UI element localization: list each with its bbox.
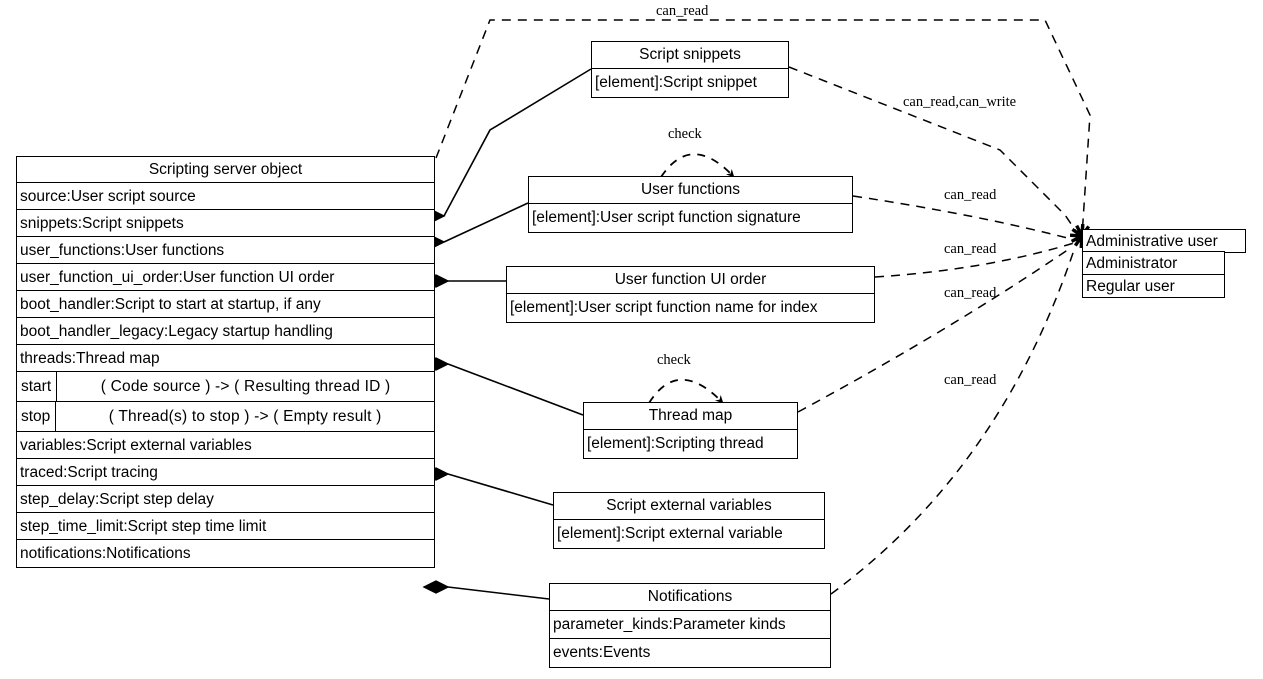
attribute-row: step_time_limit:Script step time limit: [17, 513, 434, 540]
class-box-script-snippets[interactable]: Script snippets [element]:Script snippet: [591, 41, 789, 98]
edge-label-can-read-ui-order-a: can_read: [944, 241, 997, 257]
edge-composition-notifications: [422, 580, 550, 600]
class-title: Script external variables: [554, 493, 824, 520]
user-role-row: Regular user: [1082, 273, 1225, 298]
edge-composition-threads: [422, 357, 584, 416]
attribute-row: boot_handler:Script to start at startup,…: [17, 291, 434, 318]
class-box-user-function-ui-order[interactable]: User function UI order [element]:User sc…: [506, 266, 875, 323]
class-box-user-functions[interactable]: User functions [element]:User script fun…: [528, 176, 853, 233]
edge-label-check-user-functions: check: [668, 126, 702, 142]
class-title: User function UI order: [507, 267, 874, 294]
edge-check-user-functions: [660, 153, 735, 178]
class-title: Administrative user: [1082, 229, 1246, 253]
attribute-row: snippets:Script snippets: [17, 210, 434, 237]
edge-label-can-read-user-functions: can_read: [944, 187, 997, 203]
edge-label-can-read-ui-order-b: can_read: [944, 285, 997, 301]
attribute-row: [element]:User script function signature: [532, 209, 801, 226]
edge-composition-ui-order: [422, 274, 506, 288]
method-signature: ( Code source ) -> ( Resulting thread ID…: [100, 378, 391, 395]
method-row: start ( Code source ) -> ( Resulting thr…: [17, 372, 434, 402]
attribute-row: boot_handler_legacy:Legacy startup handl…: [17, 318, 434, 345]
class-title: Notifications: [550, 584, 830, 611]
attribute-row: [element]:User script function name for …: [510, 299, 818, 316]
attribute-row: threads:Thread map: [17, 345, 434, 372]
edge-label-check-thread-map: check: [657, 352, 691, 368]
class-box-thread-map[interactable]: Thread map [element]:Scripting thread: [583, 402, 798, 459]
attribute-row: source:User script source: [17, 183, 434, 210]
method-signature: ( Thread(s) to stop ) -> ( Empty result …: [108, 408, 382, 425]
method-name: stop: [17, 402, 57, 431]
attribute-row: traced:Script tracing: [17, 459, 434, 486]
method-name: start: [17, 372, 58, 401]
class-title: User functions: [529, 177, 852, 204]
attribute-row: step_delay:Script step delay: [17, 486, 434, 513]
attribute-row: parameter_kinds:Parameter kinds: [550, 611, 830, 639]
attribute-row: [element]:Script external variable: [557, 525, 783, 542]
class-title: Thread map: [584, 403, 797, 430]
attribute-row: [element]:Scripting thread: [587, 435, 764, 452]
attribute-row: notifications:Notifications: [20, 545, 191, 562]
attribute-row: [element]:Script snippet: [595, 74, 757, 91]
edge-label-can-read-can-write: can_read,can_write: [903, 94, 1017, 110]
attribute-row: user_function_ui_order:User function UI …: [17, 264, 434, 291]
edge-composition-variables: [422, 467, 554, 506]
class-title: Scripting server object: [17, 157, 434, 183]
edge-label-can-read-notifications: can_read: [944, 372, 997, 388]
attribute-row: events:Events: [553, 644, 651, 661]
class-box-administrative-user[interactable]: Administrative user Administrator Regula…: [1082, 229, 1246, 298]
edge-composition-user-functions: [418, 202, 529, 249]
user-role-row: Administrator: [1082, 251, 1225, 276]
class-box-notifications[interactable]: Notifications parameter_kinds:Parameter …: [549, 583, 831, 668]
class-box-script-external-variables[interactable]: Script external variables [element]:Scri…: [553, 492, 825, 549]
class-box-scripting-server-object[interactable]: Scripting server object source:User scri…: [16, 156, 435, 568]
edge-check-thread-map: [648, 378, 724, 404]
attribute-row: variables:Script external variables: [17, 432, 434, 459]
attribute-row: user_functions:User functions: [17, 237, 434, 264]
method-row: stop ( Thread(s) to stop ) -> ( Empty re…: [17, 402, 434, 432]
edge-label-can-read-top: can_read: [656, 3, 709, 19]
class-title: Script snippets: [592, 42, 788, 69]
